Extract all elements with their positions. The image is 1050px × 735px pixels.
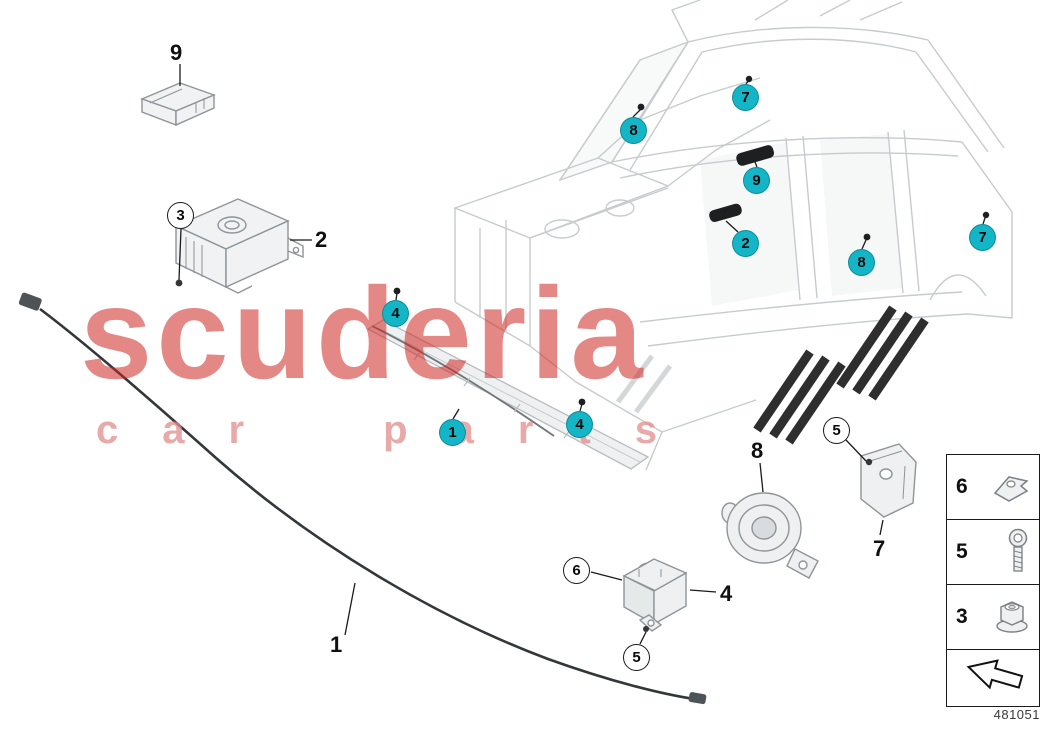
clip-icon (989, 469, 1033, 505)
screw-icon (1003, 528, 1033, 576)
part-number-label-1: 1 (330, 632, 343, 657)
part-number-label-4: 4 (720, 581, 733, 606)
watermark-title: scuderia (80, 260, 647, 406)
flange-nut-icon (991, 599, 1033, 635)
callout-circle-6: 6 (563, 557, 590, 584)
callout-circle-8a: 8 (620, 117, 647, 144)
callout-circle-7b: 7 (969, 224, 996, 251)
drawing-number: 481051 (993, 707, 1040, 722)
callout-circle-5b: 5 (623, 644, 650, 671)
callout-circle-4b: 4 (566, 411, 593, 438)
callout-circle-5a: 5 (823, 417, 850, 444)
part-number-label-8: 8 (751, 438, 764, 463)
legend-row-5: 5 (947, 520, 1039, 585)
watermark-subtitle: car parts (96, 408, 701, 452)
part-number-label-9: 9 (170, 40, 183, 65)
callout-circle-7a: 7 (732, 84, 759, 111)
callout-circle-2: 2 (732, 230, 759, 257)
direction-arrow-icon (957, 656, 1029, 700)
legend-row-6: 6 (947, 455, 1039, 520)
callout-circle-4a: 4 (382, 300, 409, 327)
hardware-legend: 6 5 3 (946, 454, 1040, 707)
legend-arrow-cell (947, 650, 1039, 706)
callout-circle-9: 9 (743, 167, 770, 194)
legend-row-3: 3 (947, 585, 1039, 650)
module-drawing (140, 82, 216, 127)
callout-circle-3: 3 (167, 202, 194, 229)
bracket-sensor-drawing (860, 443, 917, 518)
part-number-label-7: 7 (873, 536, 886, 561)
block-sensor-drawing (622, 558, 688, 632)
callout-circle-1: 1 (439, 419, 466, 446)
legend-number-5: 5 (956, 540, 968, 563)
legend-number-3: 3 (956, 605, 968, 628)
part-number-label-2: 2 (315, 227, 328, 252)
callout-circle-8b: 8 (848, 249, 875, 276)
round-sensor-drawing (721, 492, 819, 579)
legend-number-6: 6 (956, 475, 968, 498)
